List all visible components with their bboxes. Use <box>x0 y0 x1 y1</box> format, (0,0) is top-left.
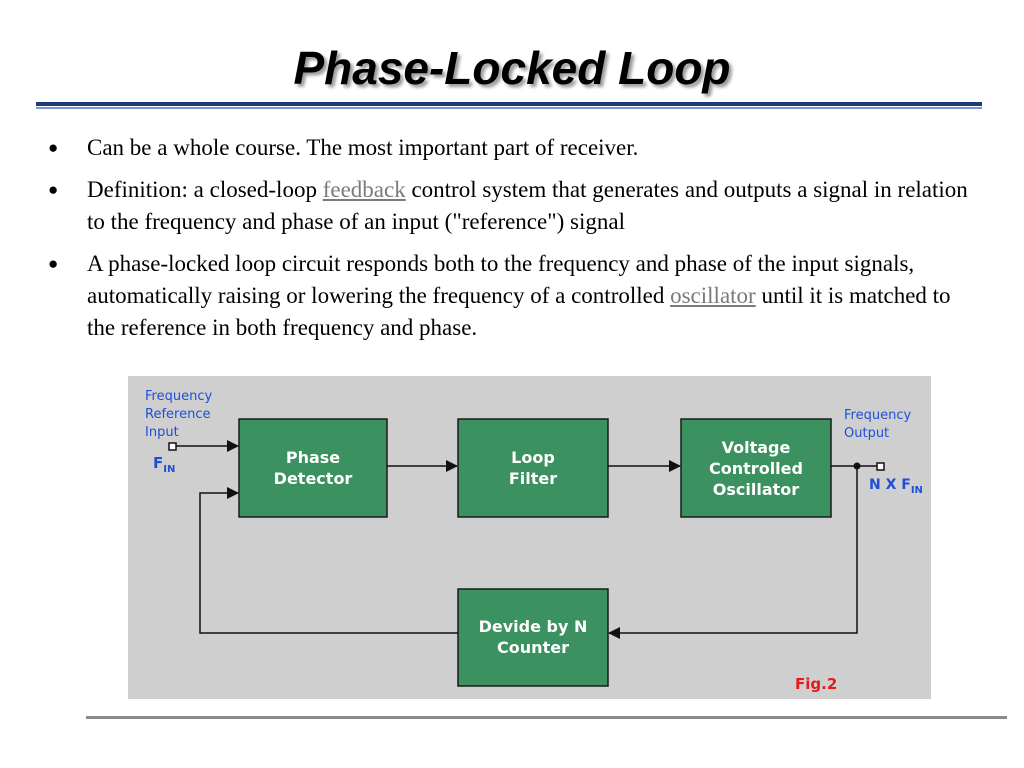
footer-rule <box>86 716 1007 719</box>
input-terminal <box>168 442 177 451</box>
feedback-to-divider-arrow <box>608 466 858 639</box>
bullet-list: ● Can be a whole course. The most import… <box>40 132 980 354</box>
input-label-line: Reference <box>145 407 210 422</box>
input-label-line: Frequency <box>145 389 212 404</box>
svg-text:Oscillator: Oscillator <box>713 480 800 499</box>
bullet-text: A phase-locked loop circuit responds bot… <box>87 251 915 308</box>
bullet-item: ● Definition: a closed-loop feedback con… <box>40 174 980 238</box>
input-symbol: FIN <box>153 454 175 475</box>
pll-block-diagram: Frequency Reference Input FIN Phase Dete… <box>128 376 931 699</box>
divider-to-pd-arrow <box>199 487 458 634</box>
figure-label: Fig.2 <box>795 675 837 693</box>
title-underline <box>36 102 982 106</box>
loop-filter-block: Loop Filter <box>457 418 609 518</box>
divide-by-n-counter-block: Devide by N Counter <box>457 588 609 687</box>
bullet-dot-icon: ● <box>48 254 59 273</box>
bullet-item: ● Can be a whole course. The most import… <box>40 132 980 164</box>
title-underline-light <box>36 107 982 109</box>
phase-detector-block: Phase Detector <box>238 418 388 518</box>
svg-text:Counter: Counter <box>497 638 569 657</box>
svg-text:Voltage: Voltage <box>722 438 791 457</box>
slide-title: Phase-Locked Loop <box>293 42 731 94</box>
oscillator-link[interactable]: oscillator <box>670 283 756 308</box>
output-symbol: N X FIN <box>869 477 923 496</box>
svg-text:Loop: Loop <box>511 448 555 467</box>
feedback-link[interactable]: feedback <box>322 177 406 202</box>
bullet-dot-icon: ● <box>48 138 59 157</box>
bullet-dot-icon: ● <box>48 180 59 199</box>
input-label-line: Input <box>145 425 179 440</box>
vco-block: Voltage Controlled Oscillator <box>680 418 832 518</box>
bullet-text: until it is matched to the reference in … <box>87 283 951 340</box>
svg-text:Devide by N: Devide by N <box>479 617 588 636</box>
output-label-line: Output <box>844 426 889 441</box>
svg-text:Phase: Phase <box>286 448 340 467</box>
bullet-item: ● A phase-locked loop circuit responds b… <box>40 248 980 344</box>
bullet-text: control system that generates and output… <box>87 177 968 234</box>
output-terminal <box>876 462 885 471</box>
output-label-line: Frequency <box>844 408 911 423</box>
bullet-text: Can be a whole course. The most importan… <box>87 135 639 160</box>
svg-text:Filter: Filter <box>509 469 557 488</box>
svg-text:Controlled: Controlled <box>709 459 803 478</box>
svg-text:Detector: Detector <box>274 469 353 488</box>
bullet-text: Definition: a closed-loop <box>87 177 323 202</box>
